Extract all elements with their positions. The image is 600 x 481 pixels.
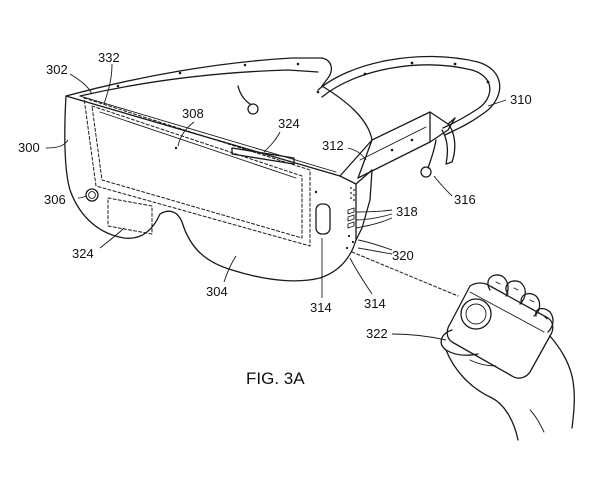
label-314-left: 314	[310, 300, 332, 315]
label-310: 310	[510, 92, 532, 107]
reference-leaders	[46, 64, 506, 340]
label-304: 304	[206, 284, 228, 299]
label-314-right: 314	[364, 296, 386, 311]
label-312: 312	[322, 138, 344, 153]
goggle-housing	[65, 96, 372, 281]
head-strap	[318, 57, 500, 135]
label-324-top: 324	[278, 116, 300, 131]
label-302: 302	[46, 62, 68, 77]
label-322: 322	[366, 326, 388, 341]
label-324-bottom: 324	[72, 246, 94, 261]
label-316: 316	[454, 192, 476, 207]
label-320: 320	[392, 248, 414, 263]
earphone-left	[238, 86, 258, 114]
label-306: 306	[44, 192, 66, 207]
temple-arm	[322, 86, 455, 178]
figure-caption: FIG. 3A	[246, 369, 305, 388]
label-308: 308	[182, 106, 204, 121]
hand-with-remote	[441, 275, 574, 440]
label-300: 300	[18, 140, 40, 155]
label-332: 332	[98, 50, 120, 65]
label-318: 318	[396, 204, 418, 219]
